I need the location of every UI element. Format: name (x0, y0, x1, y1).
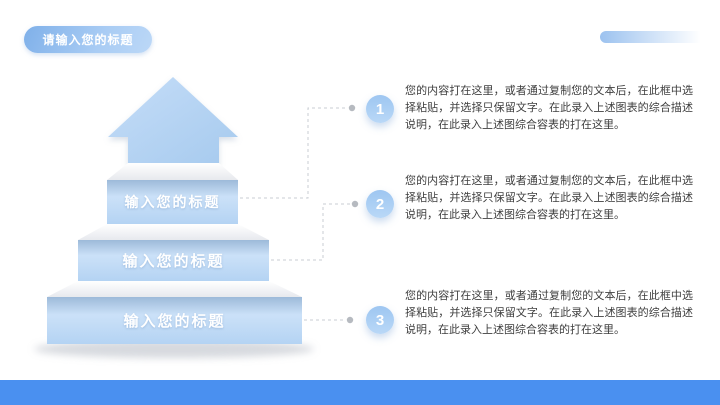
slide-title-badge: 请输入您的标题 (24, 26, 152, 53)
step-2-top-surface (78, 224, 269, 240)
item-2-description: 您的内容打在这里，或者通过复制您的文本后，在此框中选择粘贴，并选择只保留文字。在… (405, 175, 693, 221)
step-1-label: 输入您的标题 (124, 194, 221, 210)
step-3-label: 输入您的标题 (123, 313, 226, 330)
connector-line-1 (240, 107, 347, 199)
connector-line-2 (271, 203, 350, 261)
connector-dot-2 (351, 200, 359, 208)
step-3-front-face (47, 297, 302, 344)
decorative-gradient-bar (600, 31, 706, 43)
item-3-description: 您的内容打在这里，或者通过复制您的文本后，在此框中选择粘贴，并选择只保留文字。在… (405, 290, 693, 336)
step-1-top-surface (107, 163, 238, 180)
item-2-number-badge: 2 (366, 190, 394, 218)
item-1-number-badge: 1 (366, 95, 394, 123)
step-3-top-surface (47, 281, 302, 297)
step-2-front-face (78, 240, 269, 281)
item-3-number-badge: 3 (366, 306, 394, 334)
connector-dot-3 (346, 316, 354, 324)
bottom-accent-bar (0, 380, 720, 405)
step-1-front-face (107, 180, 238, 224)
stair-ground-shadow (34, 340, 314, 358)
arrow-up-icon (108, 77, 238, 165)
step-2-label: 输入您的标题 (122, 253, 225, 270)
connector-dot-1 (348, 104, 356, 112)
item-1-description: 您的内容打在这里，或者通过复制您的文本后，在此框中选择粘贴，并选择只保留文字。在… (405, 85, 693, 131)
